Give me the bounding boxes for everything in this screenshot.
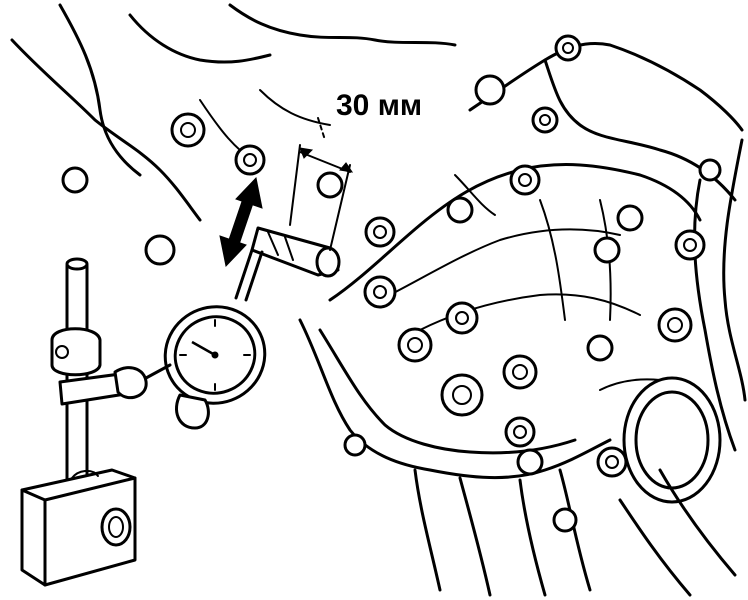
bolt-bosses xyxy=(61,34,722,533)
measurement-label: 30 мм xyxy=(336,89,422,122)
dial-indicator xyxy=(163,248,267,430)
magnetic-stand xyxy=(20,257,172,587)
movement-arrow-icon xyxy=(219,176,263,268)
measured-shaft xyxy=(250,226,341,278)
engine-block xyxy=(10,3,747,597)
dimension-guides xyxy=(289,117,354,251)
